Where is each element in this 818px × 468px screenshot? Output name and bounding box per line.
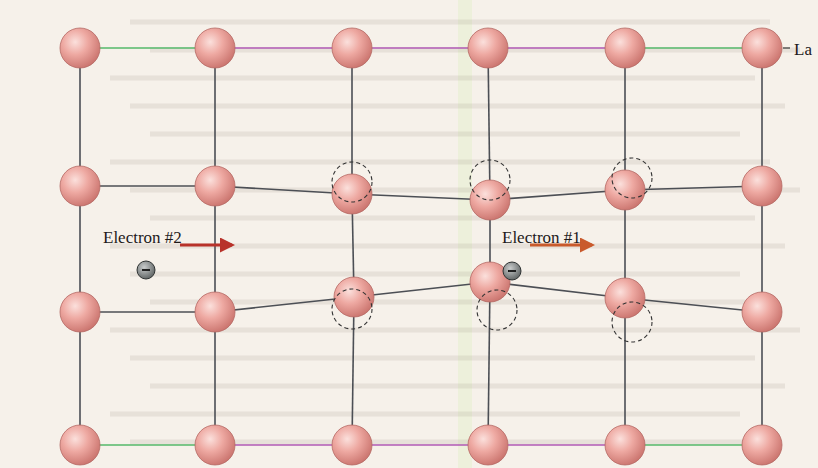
bond-line — [761, 48, 763, 186]
lattice-bonds — [80, 48, 762, 445]
rest-position-circle — [612, 158, 652, 198]
bond-line — [624, 48, 626, 190]
minus-sign — [508, 270, 516, 272]
leader-line — [783, 47, 790, 48]
faint-streak — [110, 412, 740, 417]
faint-streak — [130, 20, 770, 25]
bond-line — [488, 48, 490, 200]
bond-line — [215, 444, 352, 446]
faint-streak — [130, 104, 785, 109]
electron-dot — [137, 261, 155, 279]
electron-label: Electron #1 — [500, 228, 583, 247]
lattice-ion — [332, 425, 372, 465]
lattice-ion — [332, 28, 372, 68]
lattice-ion — [332, 174, 372, 214]
electrons — [137, 245, 592, 280]
electron — [503, 245, 592, 280]
bond-line — [214, 48, 216, 186]
bond-line — [215, 186, 352, 194]
faint-streak — [150, 216, 755, 221]
electron-label: Electron #2 — [101, 228, 184, 247]
lattice-ion — [742, 292, 782, 332]
bond-line — [352, 297, 354, 445]
lattice-ion — [468, 425, 508, 465]
rest-position-circle — [477, 290, 517, 330]
motion-arrow — [180, 244, 232, 247]
bond-line — [625, 47, 762, 49]
lattice-ion — [605, 425, 645, 465]
bond-line — [354, 282, 490, 297]
lattice-ion — [195, 28, 235, 68]
bond-line — [625, 298, 762, 312]
lattice-ion — [742, 28, 782, 68]
bond-line — [351, 48, 353, 194]
part-label: La — [792, 40, 814, 59]
rest-positions — [332, 158, 652, 342]
rest-position-circle — [612, 302, 652, 342]
electron-dot — [503, 262, 521, 280]
lattice-ion — [195, 425, 235, 465]
faint-streak — [150, 132, 740, 137]
bond-line — [488, 47, 625, 49]
bleed-through — [110, 22, 800, 442]
bond-line — [352, 194, 490, 200]
lattice-ion — [60, 292, 100, 332]
lattice-ion — [60, 425, 100, 465]
minus-sign — [142, 269, 150, 271]
bond-line — [625, 186, 762, 190]
lattice-ion — [605, 170, 645, 210]
faint-streak — [130, 356, 755, 361]
electron — [137, 245, 232, 279]
faint-streak — [110, 160, 770, 165]
scan-band — [458, 0, 472, 468]
faint-streak — [150, 384, 785, 389]
lattice-ion — [195, 166, 235, 206]
bond-line — [79, 48, 81, 186]
bond-line — [488, 282, 490, 445]
lattice-ion — [742, 425, 782, 465]
lattice-ion — [60, 166, 100, 206]
bond-line — [215, 47, 352, 49]
lattice-ion — [605, 278, 645, 318]
lattice-ion — [195, 292, 235, 332]
lattice-ion — [742, 166, 782, 206]
lattice-ion — [605, 28, 645, 68]
rest-position-circle — [332, 289, 372, 329]
bond-line — [488, 444, 625, 446]
rest-position-circle — [332, 162, 372, 202]
rest-position-circle — [470, 160, 510, 200]
lattice-ion — [468, 28, 508, 68]
faint-streak — [110, 76, 755, 81]
lattice-ion — [60, 28, 100, 68]
lattice-ions — [60, 28, 782, 465]
bond-line — [625, 444, 762, 446]
faint-streak — [130, 272, 740, 277]
bond-line — [215, 297, 354, 312]
bond-line — [624, 298, 626, 445]
faint-streak — [110, 244, 785, 249]
